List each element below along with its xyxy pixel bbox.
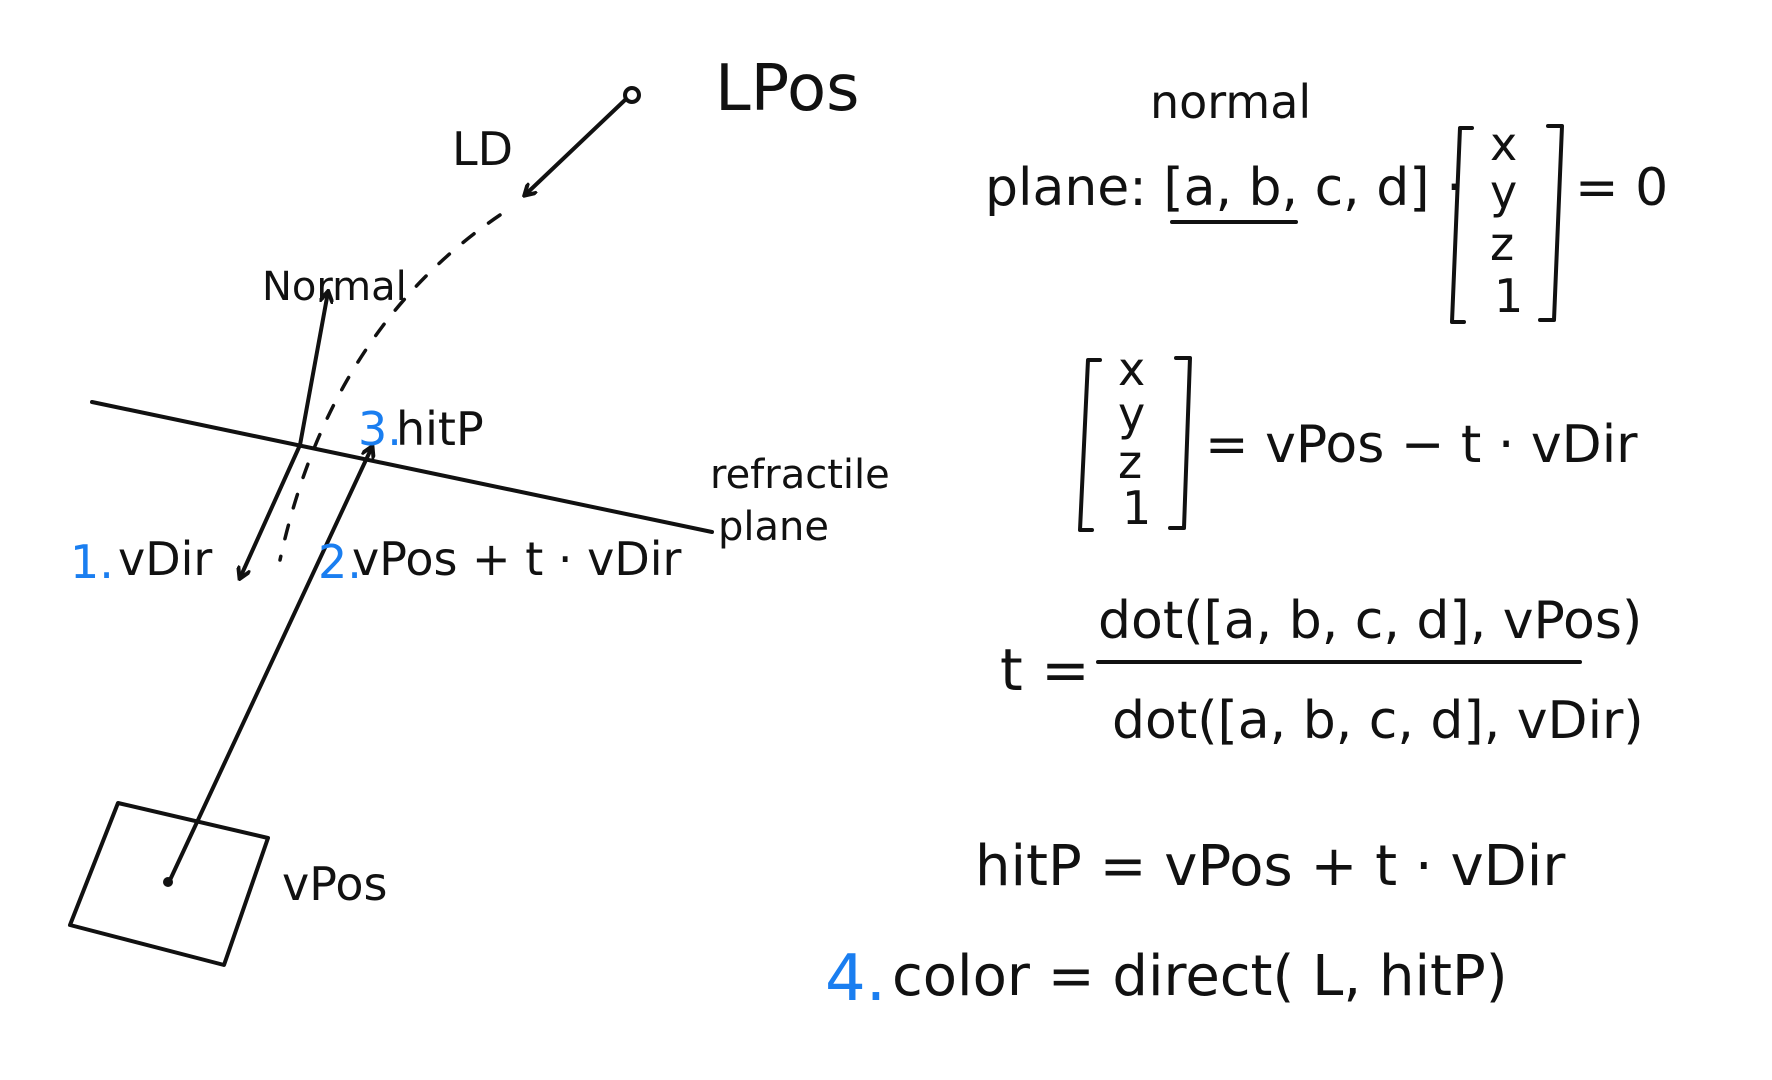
hit-point-equation: hitP = vPos + t · vDir [975, 834, 1566, 899]
light-dir-label: LD [452, 122, 513, 176]
vector1-one: 1 [1494, 269, 1523, 323]
ray-expression: vPos + t · vDir [352, 532, 682, 586]
vector-bracket-right-1 [1538, 124, 1564, 322]
normal-label: Normal [262, 264, 407, 310]
plane-label-line1: refractile [710, 452, 890, 498]
vector2-x: x [1118, 342, 1145, 396]
plane-label-line2: plane [718, 504, 829, 550]
camera-position-point [163, 877, 173, 887]
t-numerator: dot([a, b, c, d], vPos) [1098, 591, 1642, 651]
vector-bracket-right-2 [1168, 356, 1192, 530]
view-dir-label: vDir [118, 532, 212, 586]
vector-bracket-left-1 [1450, 126, 1474, 324]
step-4-label: 4. [825, 942, 886, 1016]
step-1-number: 1. [70, 535, 114, 589]
step-3-number: 3. [358, 402, 402, 456]
step-2-number: 2. [318, 535, 362, 589]
t-denominator: dot([a, b, c, d], vDir) [1112, 691, 1644, 751]
vector2-y: y [1118, 387, 1145, 441]
vector2-one: 1 [1122, 481, 1151, 535]
equations-panel: normal plane: [a, b, c, d] · x y z 1 = 0… [825, 75, 1668, 1016]
normal-arrow [298, 292, 328, 447]
normal-caption: normal [1150, 75, 1311, 129]
vector1-y: y [1490, 165, 1517, 219]
parametric-rhs: = vPos − t · vDir [1205, 415, 1638, 475]
t-lhs: t = [1000, 636, 1090, 704]
ray-arrow [168, 447, 372, 882]
vector2-z: z [1118, 435, 1142, 489]
hit-point-label: hitP [396, 402, 484, 456]
geometry-sketch: LPos LD Normal refractile plane 1. vDir … [68, 52, 890, 967]
plane-equation-prefix: plane: [a, b, c, d] · [985, 158, 1463, 218]
light-path-dashed [278, 213, 502, 562]
light-source-point [623, 86, 641, 104]
view-dir-arrow [240, 443, 302, 578]
vector1-z: z [1490, 217, 1514, 271]
refractile-plane-line [90, 400, 714, 534]
vector-bracket-left-2 [1078, 358, 1102, 532]
light-pos-label: LPos [715, 52, 859, 126]
vector1-x: x [1490, 117, 1517, 171]
light-direction-arrow [525, 98, 627, 195]
view-pos-label: vPos [282, 857, 387, 911]
step-4-number: color = direct( L, hitP) [892, 944, 1508, 1009]
camera-box [68, 801, 270, 967]
equals-zero: = 0 [1575, 158, 1668, 218]
